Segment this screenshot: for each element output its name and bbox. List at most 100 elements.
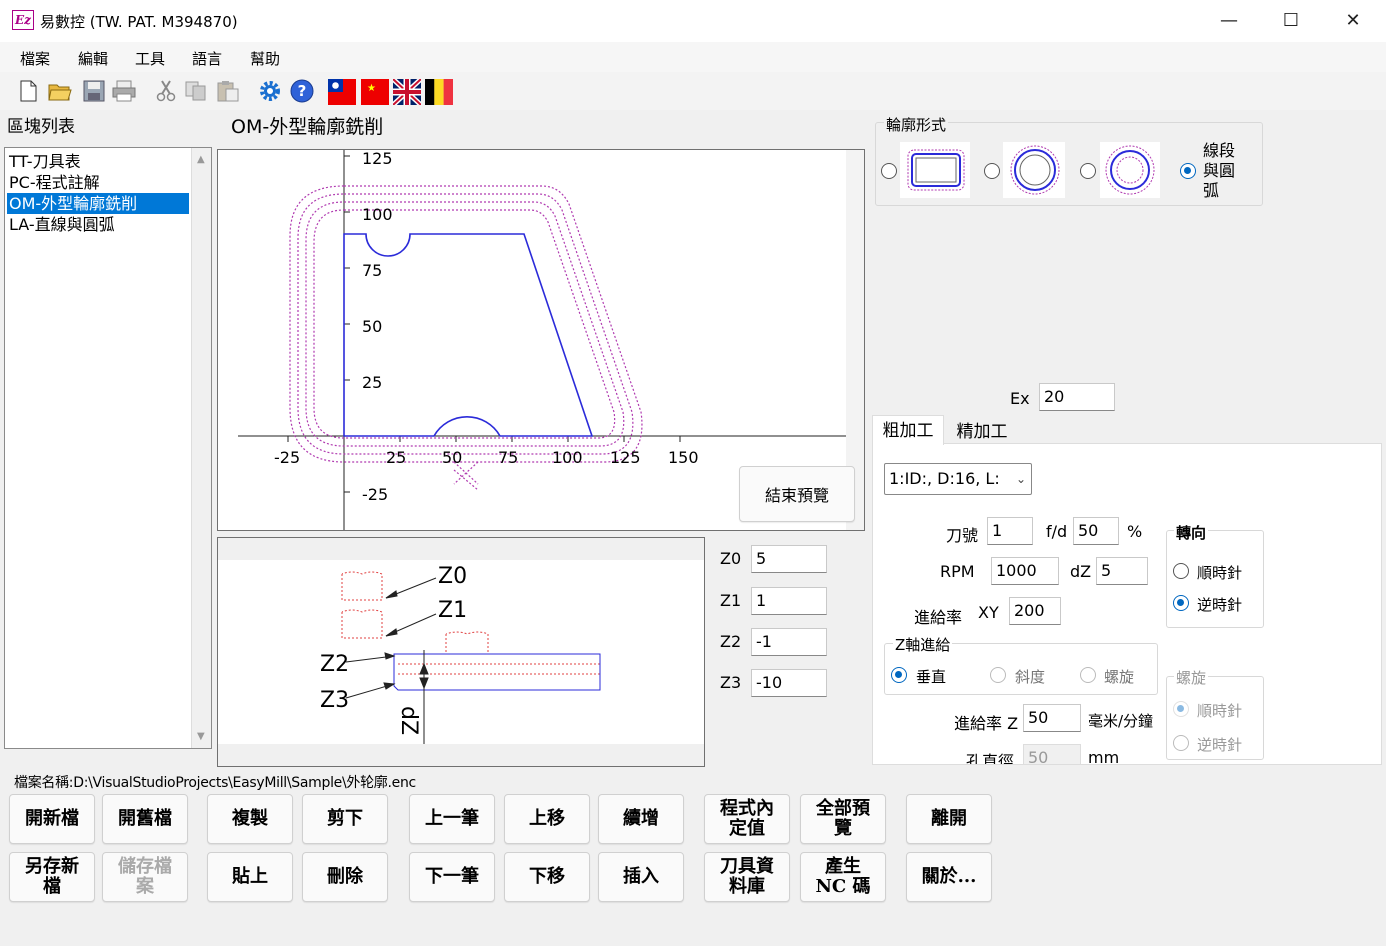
feed-xy-input[interactable]: 200 [1009,597,1061,625]
minimize-button[interactable]: — [1220,10,1238,31]
program-defaults-button[interactable]: 程式內 定值 [704,794,790,844]
zfeed-slope-label[interactable]: 斜度 [1015,668,1046,686]
cut-button[interactable]: 剪下 [302,794,388,844]
copy-icon[interactable] [184,79,208,103]
window-title: 易數控 (TW. PAT. M394870) [40,13,238,31]
tab-panel [872,443,1382,765]
block-list[interactable]: TT-刀具表 PC-程式註解 OM-外型輪廓銑削 LA-直線與圓弧 ▲ ▼ [4,147,212,749]
ex-input[interactable]: 20 [1039,383,1115,411]
tool-database-button[interactable]: 刀具資 料庫 [704,852,790,902]
tab-rough[interactable]: 粗加工 [872,415,944,445]
spiral-cw-radio[interactable] [1173,701,1189,717]
paste-icon[interactable] [216,79,240,103]
belgium-flag-icon[interactable] [425,79,453,105]
spiral-ccw-radio[interactable] [1173,735,1189,751]
profile-circle-icon[interactable] [1003,142,1065,198]
spiral-ccw-label[interactable]: 逆時針 [1197,736,1243,754]
cut-icon[interactable] [154,79,178,103]
move-down-button[interactable]: 下移 [504,852,590,902]
z3-input[interactable]: -10 [751,669,827,697]
profile-line-arc-radio[interactable] [1180,163,1196,179]
svg-text:★: ★ [367,83,376,94]
save-file-button[interactable]: 儲存檔 案 [102,852,188,902]
copy-button[interactable]: 複製 [207,794,293,844]
profile-type-group [875,122,1263,206]
rotation-cw-label[interactable]: 順時針 [1197,564,1243,582]
list-item[interactable]: TT-刀具表 [9,152,81,171]
toolpath-preview-plot[interactable]: 125 100 75 50 25 -25 -25 25 50 75 100 12… [217,149,865,531]
zfeed-vertical-radio[interactable] [891,667,907,683]
app-logo-icon: Ez [12,10,34,30]
z1-input[interactable]: 1 [751,587,827,615]
y-tick-label: -25 [362,485,389,504]
hole-row: 孔直徑 50 mm [872,744,1166,764]
next-button[interactable]: 下一筆 [409,852,495,902]
previous-button[interactable]: 上一筆 [409,794,495,844]
new-file-button[interactable]: 開新檔 [9,794,95,844]
rpm-label: RPM [940,562,975,581]
print-icon[interactable] [112,79,136,103]
profile-option-radio[interactable] [984,163,1000,179]
rotation-ccw-radio[interactable] [1173,595,1189,611]
zfeed-spiral-radio[interactable] [1080,667,1096,683]
list-item-selected[interactable]: OM-外型輪廓銑削 [7,193,189,214]
zfeed-spiral-label[interactable]: 螺旋 [1104,668,1135,686]
z0-input[interactable]: 5 [751,545,827,573]
menu-language[interactable]: 語言 [192,50,223,68]
rpm-input[interactable]: 1000 [991,557,1059,585]
about-button[interactable]: 關於... [906,852,992,902]
x-tick-label: 25 [386,448,407,467]
z2-input[interactable]: -1 [751,628,827,656]
zfeed-slope-radio[interactable] [990,667,1006,683]
hole-diameter-input[interactable]: 50 [1023,744,1081,764]
save-as-button[interactable]: 另存新 檔 [9,852,95,902]
delete-button[interactable]: 刪除 [302,852,388,902]
menu-tools[interactable]: 工具 [135,50,166,68]
preview-all-button[interactable]: 全部預 覽 [800,794,886,844]
list-item[interactable]: LA-直線與圓弧 [9,215,115,234]
dz-label: dZ [396,705,422,736]
china-flag-icon[interactable]: ★ [361,79,389,105]
fd-input[interactable]: 50 [1073,517,1119,545]
dz-input[interactable]: 5 [1096,557,1148,585]
zfeed-vertical-label[interactable]: 垂直 [916,668,947,686]
list-scrollbar[interactable]: ▲ ▼ [191,148,211,748]
rotation-cw-radio[interactable] [1173,563,1189,579]
menu-file[interactable]: 檔案 [20,50,51,68]
profile-option-radio[interactable] [1080,163,1096,179]
taiwan-flag-icon[interactable] [328,79,356,105]
move-up-button[interactable]: 上移 [504,794,590,844]
tab-finish[interactable]: 精加工 [956,422,1008,442]
uk-flag-icon[interactable] [391,77,423,107]
help-icon[interactable]: ? [290,79,314,103]
rotation-ccw-label[interactable]: 逆時針 [1197,596,1243,614]
profile-pocket-icon[interactable] [1100,142,1160,198]
new-file-icon[interactable] [16,79,40,103]
y-tick-label: 50 [362,317,383,336]
settings-gear-icon[interactable] [258,79,282,103]
profile-rect-icon[interactable] [900,142,970,198]
open-folder-icon[interactable] [48,79,72,103]
close-button[interactable]: ✕ [1345,10,1361,31]
tool-select[interactable]: 1:ID:, D:16, L:⌄ [884,463,1032,495]
exit-button[interactable]: 離開 [906,794,992,844]
fd-label: f/d [1046,522,1068,541]
insert-button[interactable]: 插入 [598,852,684,902]
z-feed-group [884,643,1158,695]
paste-button[interactable]: 貼上 [207,852,293,902]
spiral-cw-label[interactable]: 順時針 [1197,702,1243,720]
append-button[interactable]: 續增 [598,794,684,844]
list-item[interactable]: PC-程式註解 [9,173,100,192]
end-preview-button[interactable]: 結束預覽 [739,466,855,522]
profile-option-radio[interactable] [881,163,897,179]
feed-z-label: 進給率 Z [954,714,1019,733]
profile-line-arc-label[interactable]: 線段 與圓 弧 [1203,141,1236,200]
menu-help[interactable]: 幫助 [250,50,281,68]
open-file-button[interactable]: 開舊檔 [102,794,188,844]
generate-nc-button[interactable]: 產生 NC 碼 [800,852,886,902]
menu-edit[interactable]: 編輯 [78,50,109,68]
tool-no-input[interactable]: 1 [987,517,1033,545]
maximize-button[interactable]: ☐ [1282,10,1300,31]
feed-z-input[interactable]: 50 [1023,704,1081,732]
save-icon[interactable] [82,79,106,103]
